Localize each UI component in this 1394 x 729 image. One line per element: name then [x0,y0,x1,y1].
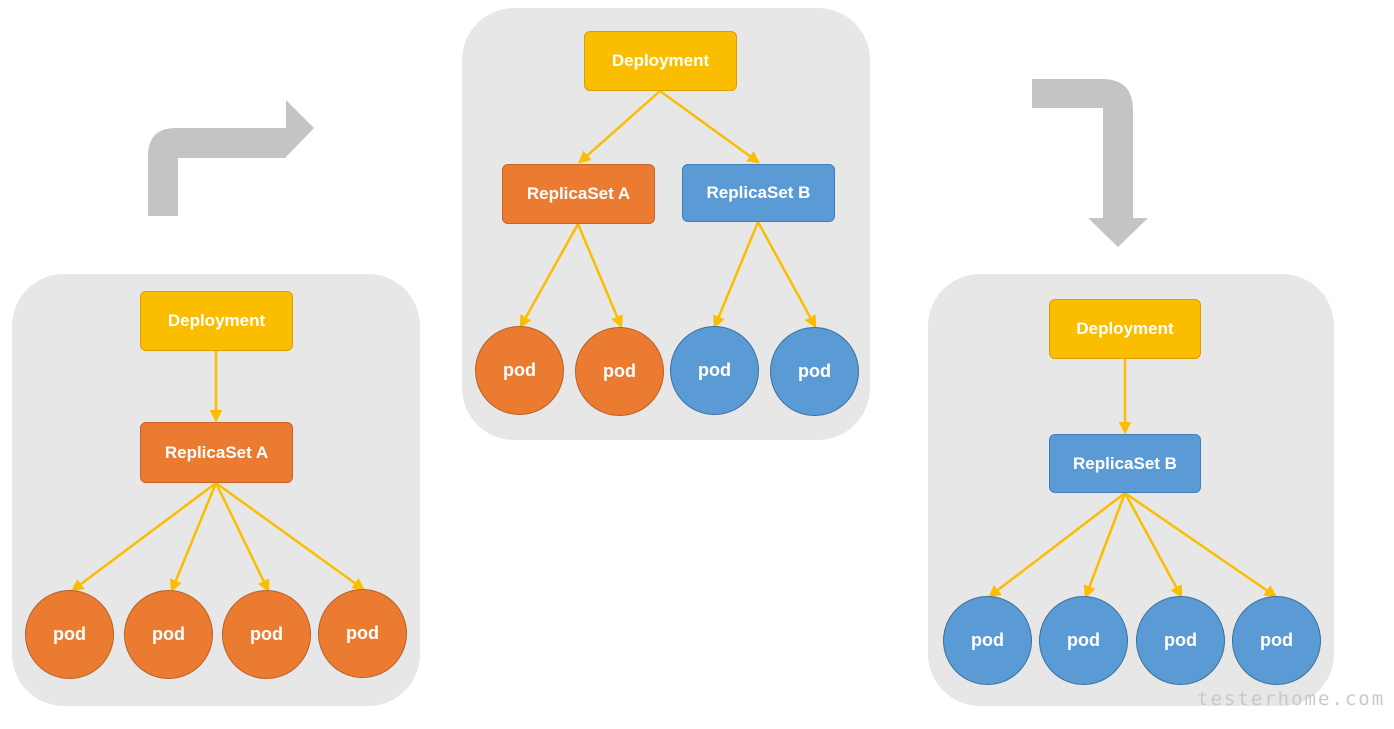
stage3-pod-1: pod [943,596,1032,685]
stage1-replicaset-a: ReplicaSet A [140,422,293,483]
stage2-deployment: Deployment [584,31,737,91]
stage1-pod-4: pod [318,589,407,678]
stage1-deployment: Deployment [140,291,293,351]
stage3-pod-2: pod [1039,596,1128,685]
stage1-pod-3: pod [222,590,311,679]
stage2-pod-2: pod [575,327,664,416]
stage3-pod-3: pod [1136,596,1225,685]
stage3-replicaset-b: ReplicaSet B [1049,434,1201,493]
stage2-pod-4: pod [770,327,859,416]
stage1-pod-1: pod [25,590,114,679]
transition-arrow-up-right [148,100,314,216]
stage1-pod-2: pod [124,590,213,679]
stage2-replicaset-a: ReplicaSet A [502,164,655,224]
transition-arrow-right-down [1032,79,1148,247]
watermark: testerhome.com [1197,688,1386,710]
stage2-pod-1: pod [475,326,564,415]
stage2-replicaset-b: ReplicaSet B [682,164,835,222]
stage3-pod-4: pod [1232,596,1321,685]
stage2-pod-3: pod [670,326,759,415]
stage3-deployment: Deployment [1049,299,1201,359]
